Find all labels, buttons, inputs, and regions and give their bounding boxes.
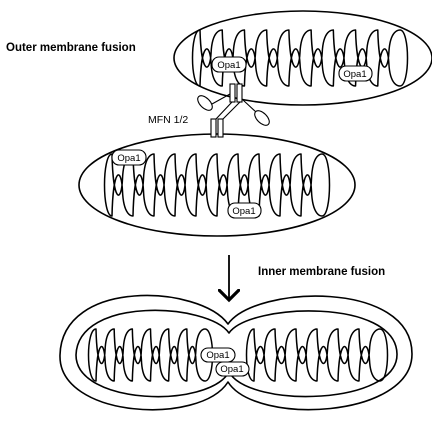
inner-membrane-fusion-label: Inner membrane fusion <box>258 266 385 278</box>
fused-mitochondrion <box>59 294 413 411</box>
mfn-segment <box>217 118 224 138</box>
svg-text:Opa1: Opa1 <box>343 69 366 80</box>
mfn-label: MFN 1/2 <box>148 114 188 126</box>
mfn-segment <box>236 83 243 103</box>
opa1-tag: Opa1 <box>211 56 247 73</box>
outer-membrane-fusion-label: Outer membrane fusion <box>6 42 136 54</box>
inner-membrane-cristae-right <box>245 328 389 382</box>
outer-membrane <box>59 294 413 411</box>
inner-membrane-cristae <box>191 29 409 87</box>
svg-text:Opa1: Opa1 <box>217 60 240 71</box>
middle-mitochondrion <box>78 133 356 237</box>
inner-membrane-cristae <box>103 153 331 217</box>
mfn-gtpase-domain <box>254 110 270 126</box>
outer-membrane <box>173 10 432 106</box>
outer-membrane <box>78 133 356 237</box>
opa1-tag: Opa1 <box>227 202 262 219</box>
mfn-tether-complex <box>197 83 270 138</box>
svg-text:Opa1: Opa1 <box>117 153 140 164</box>
mfn-coiled-link <box>215 101 241 120</box>
inner-membrane-cristae-left <box>87 328 214 382</box>
mfn-arm <box>211 93 257 113</box>
svg-text:Opa1: Opa1 <box>232 206 255 217</box>
svg-text:Opa1: Opa1 <box>220 364 243 375</box>
opa1-tag: Opa1 <box>111 149 147 166</box>
mfn-gtpase-domain <box>197 95 213 111</box>
opa1-tag: Opa1 <box>200 347 236 363</box>
top-mitochondrion <box>173 10 432 106</box>
mfn-segment <box>229 83 236 103</box>
mfn-segment <box>210 118 217 138</box>
opa1-tag: Opa1 <box>338 65 373 82</box>
opa1-tag: Opa1 <box>215 361 250 377</box>
svg-text:Opa1: Opa1 <box>206 350 229 361</box>
